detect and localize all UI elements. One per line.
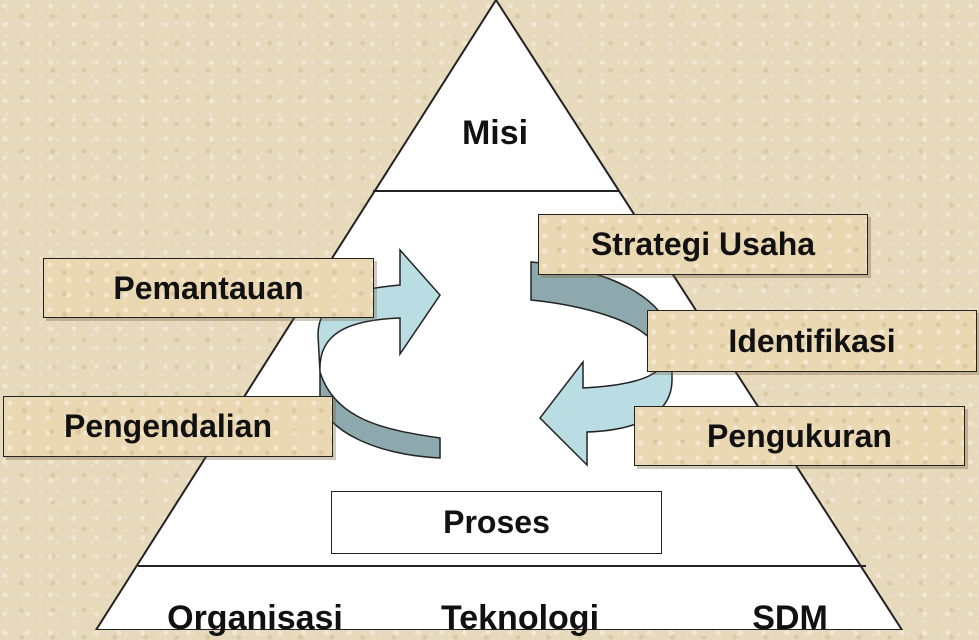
label-box-pemantauan: Pemantauan bbox=[43, 258, 374, 318]
process-box: Proses bbox=[331, 491, 662, 554]
base-label-sdm: SDM bbox=[752, 598, 828, 637]
mission-label: Misi bbox=[461, 113, 529, 152]
label-box-identifikasi: Identifikasi bbox=[647, 310, 977, 372]
label-box-strategi-usaha: Strategi Usaha bbox=[538, 214, 868, 275]
base-label-teknologi: Teknologi bbox=[440, 598, 600, 637]
label-box-pengukuran: Pengukuran bbox=[634, 406, 965, 466]
label-box-pengendalian: Pengendalian bbox=[3, 396, 333, 457]
base-label-organisasi: Organisasi bbox=[167, 598, 343, 637]
